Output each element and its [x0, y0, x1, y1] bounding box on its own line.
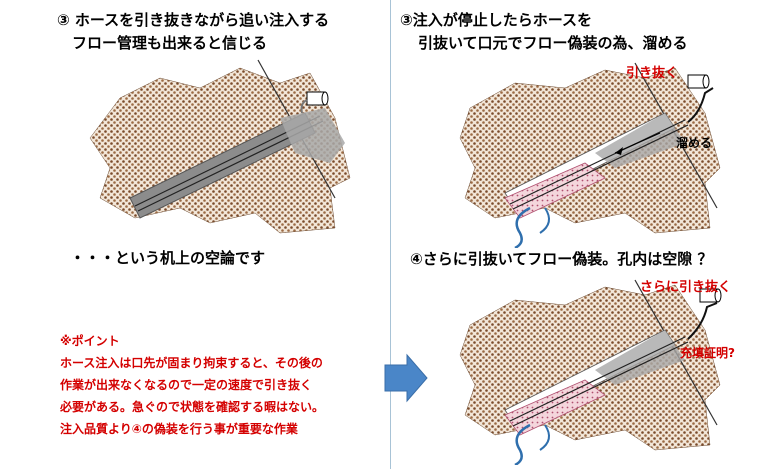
panel3-caption: ・・・という机上の空論です [70, 249, 266, 267]
panel4-heading: ④さらに引抜いてフロー偽装。孔内は空隙 ？ [410, 250, 713, 268]
note-line-3: 必要がある。急ぐので状態を確認する暇はない。 [60, 400, 325, 414]
label-proof: 充填証明? [680, 346, 735, 360]
label-pool: 溜める [676, 136, 713, 150]
note-line-2: 作業が出来なくなるので一定の速度で引き抜く [60, 378, 313, 392]
note-line-1: ホース注入は口先が固まり拘束すると、その後の [60, 356, 323, 370]
panel4-illustration [459, 279, 722, 465]
note-title: ※ポイント [60, 334, 120, 348]
curved-arrow-icon [300, 99, 308, 114]
panel2-heading-2: 引抜いて口元でフロー偽装の為、溜める [418, 34, 688, 52]
nozzle-cylinder-icon [687, 74, 710, 89]
grout-leak [280, 108, 345, 163]
panel2-heading-1: ③注入が停止したらホースを [400, 11, 592, 29]
panel1-illustration [89, 59, 351, 234]
point-note: ※ポイント ホース注入は口先が固まり拘束すると、その後の 作業が出来なくなるので… [60, 330, 380, 440]
panel-divider [390, 0, 391, 469]
panel1-heading-2: フロー管理も出来ると信じる [72, 34, 268, 52]
note-line-4: 注入品質より④の偽装を行う事が重要な作業 [60, 422, 298, 436]
panel2-illustration [459, 62, 721, 248]
panel1-heading-1: ③ ホースを引き抜きながら追い注入する [57, 11, 330, 29]
right-arrow-icon [384, 353, 428, 403]
label-pull: 引き抜く [626, 66, 679, 81]
nozzle-cylinder-icon [306, 91, 329, 106]
nozzle-cylinder-icon [699, 288, 722, 303]
label-pull-more: さらに引き抜く [640, 280, 732, 295]
